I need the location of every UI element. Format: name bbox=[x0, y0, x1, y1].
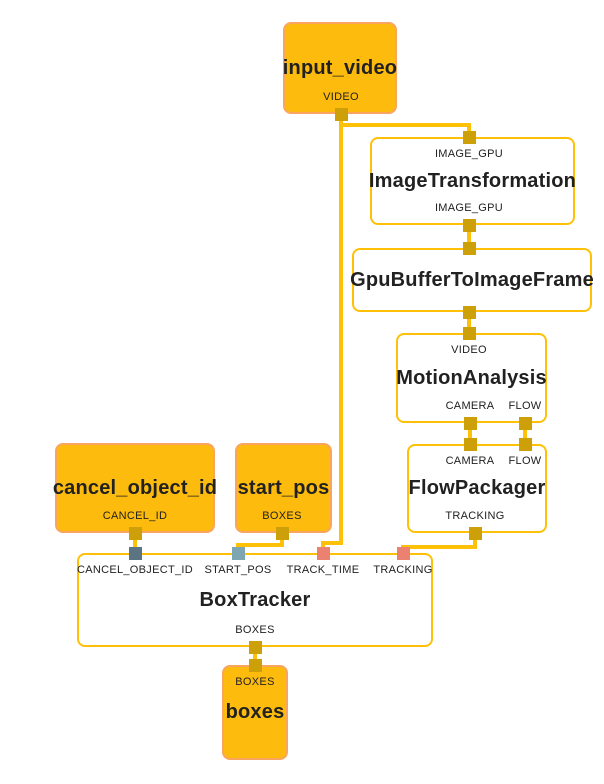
node-title-boxes: boxes bbox=[225, 701, 285, 723]
port-label-CAMERA: CAMERA bbox=[445, 455, 495, 467]
port-FlowPackager-out-TRACKING[interactable] bbox=[468, 526, 482, 540]
node-FlowPackager[interactable]: FlowPackager CAMERA FLOW TRACKING bbox=[407, 444, 547, 533]
node-title-MotionAnalysis: MotionAnalysis bbox=[396, 366, 547, 389]
edge-segment-GpuBufferToImageFrame->MotionAnalysis.VIDEO bbox=[467, 306, 471, 339]
port-label-TRACKING: TRACKING bbox=[445, 510, 505, 522]
node-title-BoxTracker: BoxTracker bbox=[199, 588, 311, 611]
edge-segment-ImageTransformation.IMAGE_GPU->GpuBufferToImageFrame bbox=[467, 219, 471, 254]
edge-segment-BoxTracker.BOXES->boxes.BOXES bbox=[253, 641, 257, 671]
port-input_video-out-VIDEO[interactable] bbox=[334, 107, 348, 121]
port-label-CANCEL_ID: CANCEL_ID bbox=[102, 510, 168, 522]
node-title-cancel_object_id: cancel_object_id bbox=[52, 476, 218, 499]
edge-segment-MotionAnalysis.FLOW->FlowPackager.FLOW bbox=[523, 417, 527, 450]
port-GpuBufferToImageFrame-in-stream[interactable] bbox=[462, 241, 476, 255]
port-BoxTracker-in-TRACK_TIME[interactable] bbox=[316, 546, 330, 560]
edge-segment-input_video.VIDEO->ImageTransformation.IMAGE_GPU bbox=[339, 123, 471, 127]
port-MotionAnalysis-in-VIDEO[interactable] bbox=[462, 326, 476, 340]
port-label-TRACKING: TRACKING bbox=[373, 564, 433, 576]
port-label-VIDEO: VIDEO bbox=[323, 91, 359, 103]
port-label-FLOW: FLOW bbox=[508, 455, 542, 467]
port-label-CAMERA: CAMERA bbox=[445, 400, 495, 412]
port-boxes-in-BOXES[interactable] bbox=[248, 658, 262, 672]
port-ImageTransformation-out-IMAGE_GPU[interactable] bbox=[462, 218, 476, 232]
port-BoxTracker-in-START_POS[interactable] bbox=[231, 546, 245, 560]
node-title-input_video: input_video bbox=[282, 56, 398, 79]
port-label-VIDEO: VIDEO bbox=[451, 344, 487, 356]
port-start_pos-out-BOXES[interactable] bbox=[275, 526, 289, 540]
port-label-IMAGE_GPU: IMAGE_GPU bbox=[434, 148, 504, 160]
port-GpuBufferToImageFrame-out-stream[interactable] bbox=[462, 305, 476, 319]
port-label-BOXES: BOXES bbox=[262, 510, 302, 522]
node-boxes[interactable]: boxes BOXES bbox=[222, 665, 288, 760]
port-ImageTransformation-in-IMAGE_GPU[interactable] bbox=[462, 130, 476, 144]
port-label-FLOW: FLOW bbox=[508, 400, 542, 412]
port-label-BOXES: BOXES bbox=[235, 676, 275, 688]
port-label-START_POS: START_POS bbox=[204, 564, 272, 576]
edge-segment-input_video.VIDEO->BoxTracker.TRACK_TIME bbox=[339, 123, 343, 545]
port-BoxTracker-in-CANCEL_OBJECT_ID[interactable] bbox=[128, 546, 142, 560]
port-FlowPackager-in-CAMERA[interactable] bbox=[463, 437, 477, 451]
edge-segment-start_pos.BOXES->BoxTracker.START_POS bbox=[236, 543, 284, 547]
port-FlowPackager-in-FLOW[interactable] bbox=[518, 437, 532, 451]
edge-segment-MotionAnalysis.CAMERA->FlowPackager.CAMERA bbox=[468, 417, 472, 450]
port-MotionAnalysis-out-FLOW[interactable] bbox=[518, 416, 532, 430]
node-BoxTracker[interactable]: BoxTracker CANCEL_OBJECT_ID START_POS TRACK… bbox=[77, 553, 433, 647]
node-title-start_pos: start_pos bbox=[237, 476, 330, 499]
node-title-ImageTransformation: ImageTransformation bbox=[368, 169, 577, 192]
node-title-FlowPackager: FlowPackager bbox=[408, 477, 546, 499]
port-BoxTracker-in-TRACKING[interactable] bbox=[396, 546, 410, 560]
port-MotionAnalysis-out-CAMERA[interactable] bbox=[463, 416, 477, 430]
node-title-GpuBufferToImageFrame: GpuBufferToImageFrame bbox=[350, 268, 594, 291]
edge-segment-cancel_object_id.CANCEL_ID->BoxTracker.CANCEL_OBJECT_ID bbox=[133, 527, 137, 559]
port-BoxTracker-out-BOXES[interactable] bbox=[248, 640, 262, 654]
node-MotionAnalysis[interactable]: MotionAnalysis VIDEO CAMERA FLOW bbox=[396, 333, 547, 423]
port-label-CANCEL_OBJECT_ID: CANCEL_OBJECT_ID bbox=[76, 564, 194, 576]
edge-segment-FlowPackager.TRACKING->BoxTracker.TRACKING bbox=[401, 545, 477, 549]
port-label-IMAGE_GPU: IMAGE_GPU bbox=[434, 202, 504, 214]
node-GpuBufferToImageFrame[interactable]: GpuBufferToImageFrame bbox=[350, 248, 594, 312]
port-cancel_object_id-out-CANCEL_ID[interactable] bbox=[128, 526, 142, 540]
port-label-BOXES: BOXES bbox=[235, 624, 275, 636]
port-label-TRACK_TIME: TRACK_TIME bbox=[286, 564, 360, 576]
edge-segment-input_video.VIDEO->BoxTracker.TRACK_TIME bbox=[321, 541, 343, 545]
